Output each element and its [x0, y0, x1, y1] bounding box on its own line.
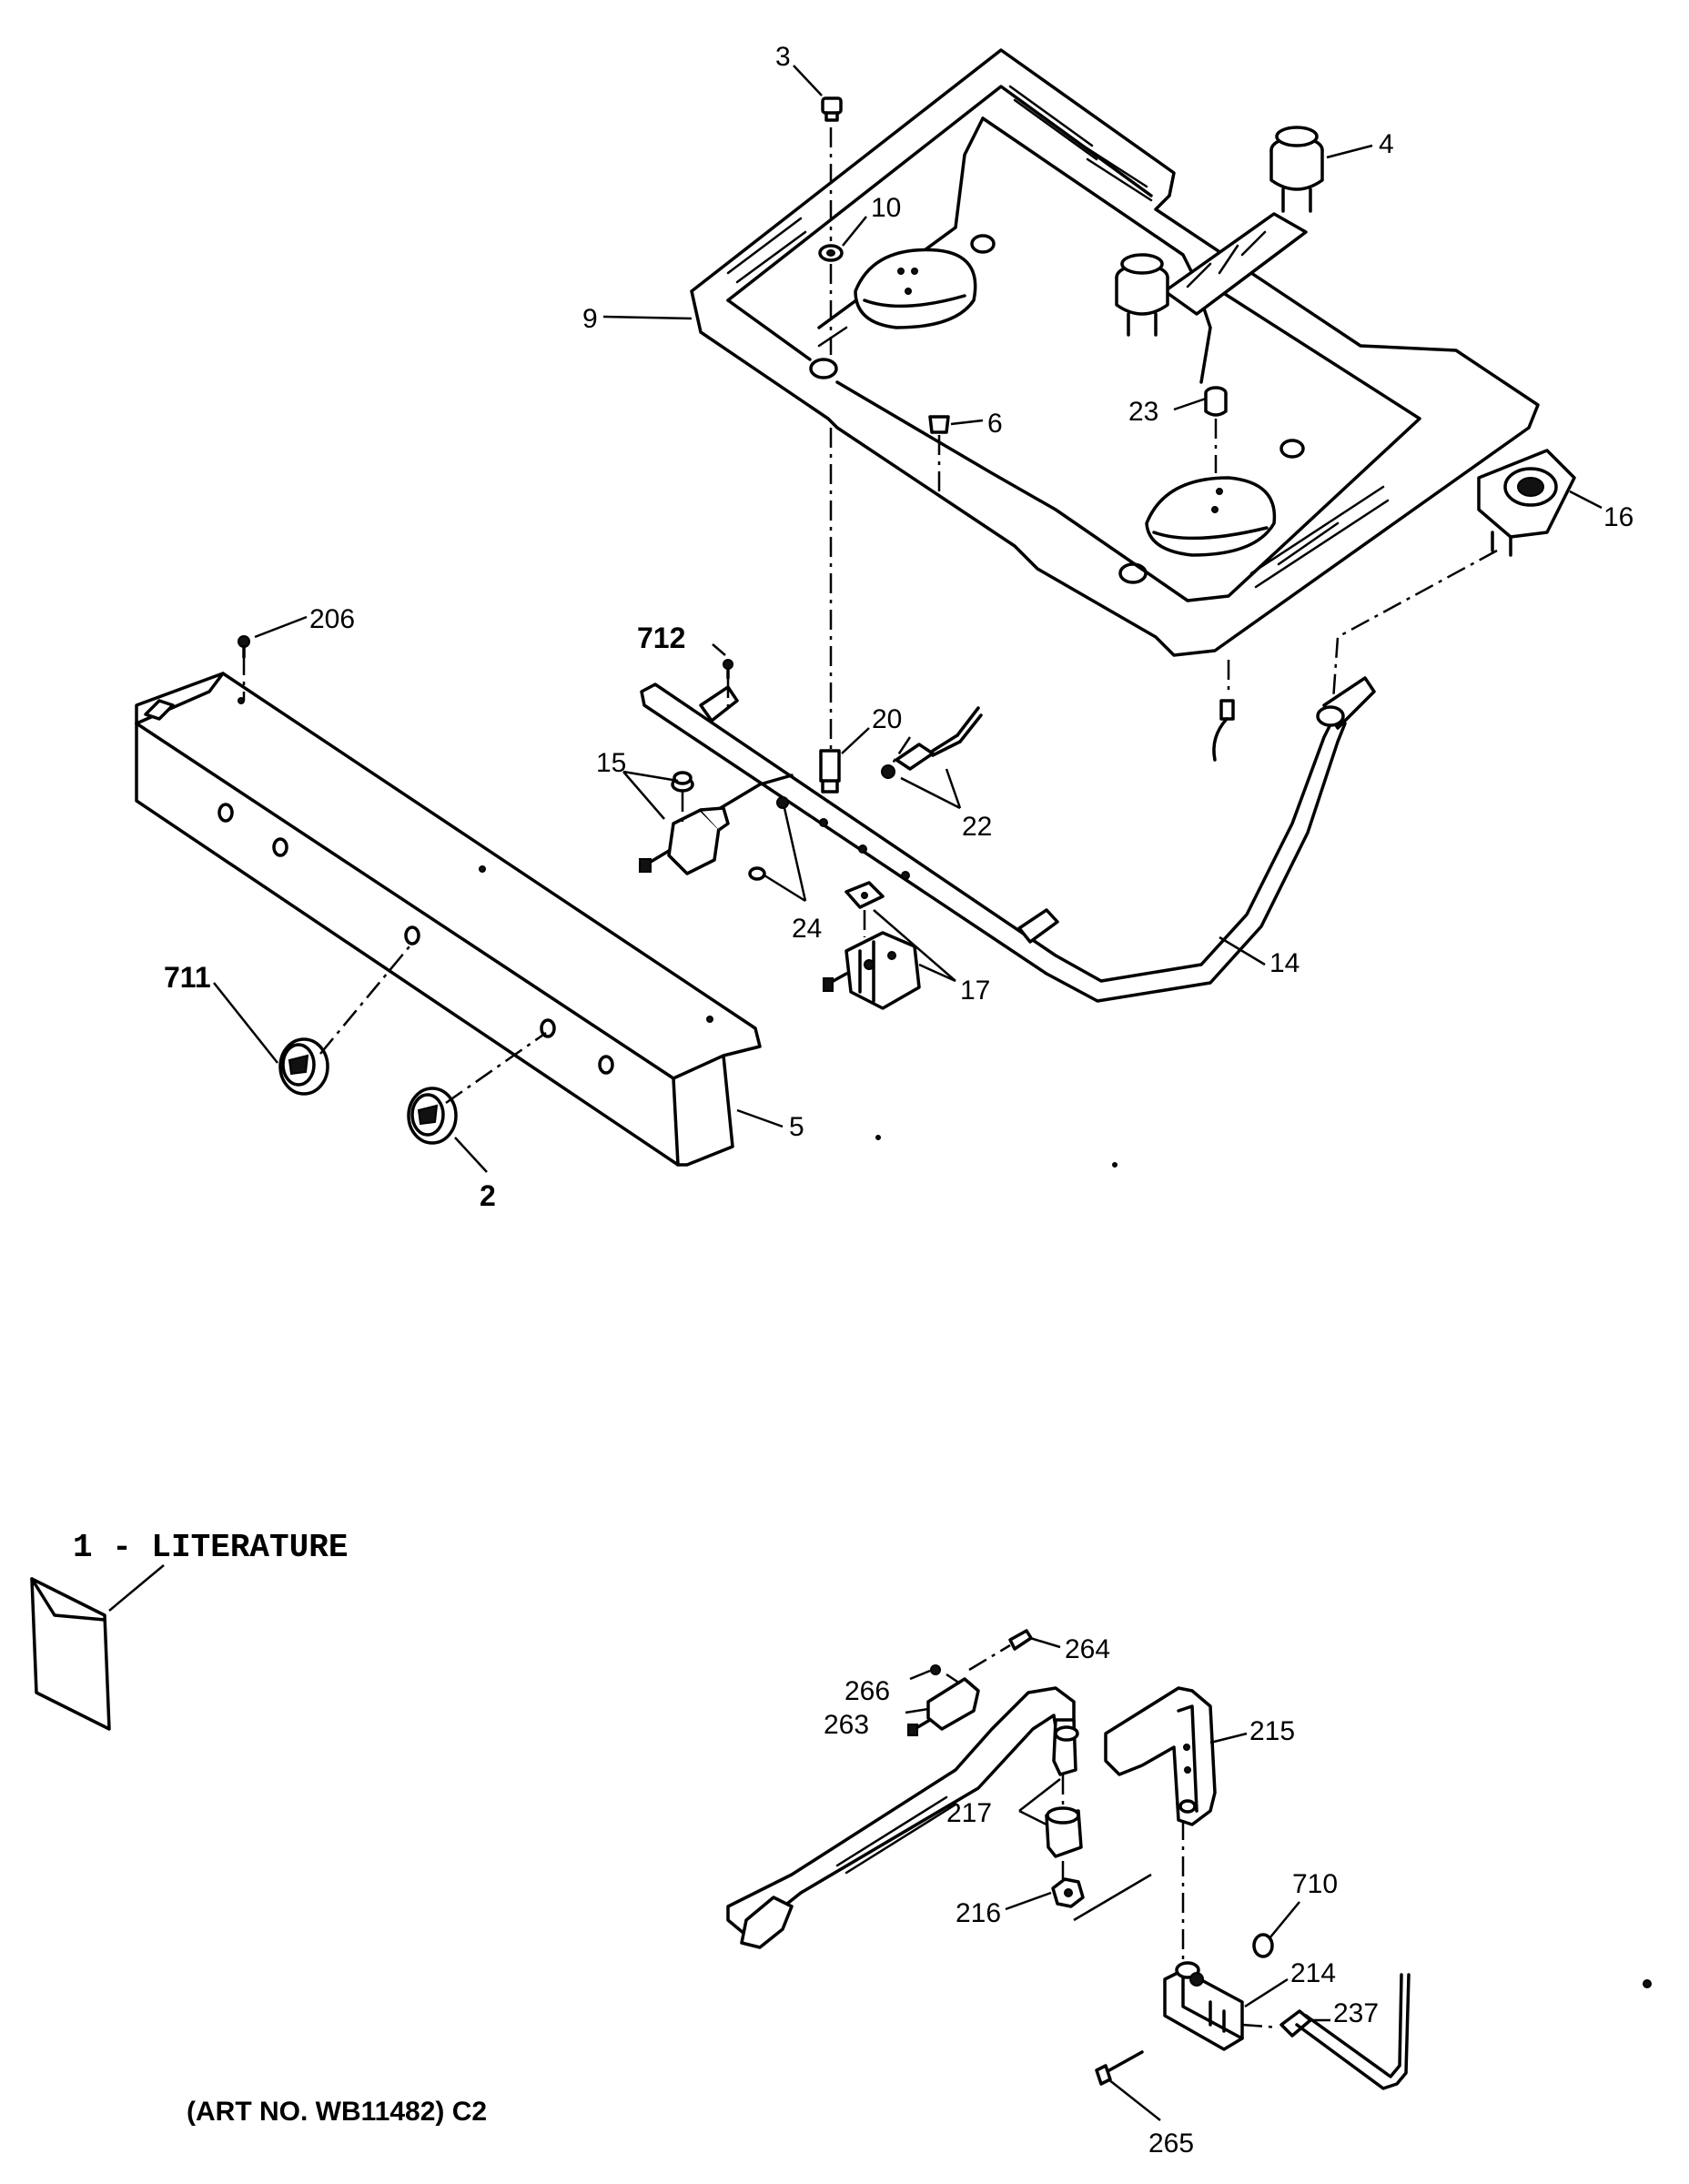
nut-216 [1051, 1877, 1085, 1908]
top-burner-valve-assembly [1115, 126, 1324, 337]
callout-3: 3 [775, 42, 791, 72]
manifold-pipe-14 [640, 676, 1376, 1003]
callout-9: 9 [582, 304, 598, 334]
knob-2 [407, 1087, 458, 1145]
assembly-centerlines [242, 127, 1498, 1105]
callout-5: 5 [789, 1112, 804, 1142]
callout-264: 264 [1065, 1634, 1110, 1664]
callout-24: 24 [792, 914, 822, 944]
grommet-10 [818, 244, 844, 262]
literature-envelope [30, 1577, 111, 1731]
callout-263: 263 [824, 1710, 869, 1740]
callout-711: 711 [164, 961, 211, 994]
leader-lines [108, 65, 1603, 2121]
callout-16: 16 [1603, 502, 1633, 532]
callout-215: 215 [1249, 1716, 1295, 1746]
callout-15: 15 [596, 748, 626, 778]
bracket-215 [1104, 1686, 1217, 1826]
callout-237: 237 [1333, 1998, 1379, 2028]
callout-216: 216 [956, 1898, 1001, 1928]
callout-6: 6 [987, 409, 1003, 439]
callout-10: 10 [871, 193, 901, 223]
connector-264 [1008, 1629, 1033, 1651]
cap-710 [1252, 1933, 1274, 1958]
callout-710: 710 [1292, 1869, 1338, 1899]
screw-266 [930, 1664, 941, 1675]
art-number-caption: (ART NO. WB11482) C2 [187, 2097, 487, 2127]
igniter-263 [907, 1677, 980, 1736]
screw-3 [821, 96, 843, 122]
callout-712: 712 [637, 622, 685, 654]
valve-214 [1163, 1961, 1244, 2051]
callout-217: 217 [946, 1798, 992, 1828]
literature-label: 1 - LITERATURE [73, 1529, 348, 1566]
screw-206 [238, 635, 250, 659]
air-shutter-217 [1045, 1806, 1083, 1858]
callout-265: 265 [1148, 2128, 1194, 2159]
screws-24 [748, 796, 789, 881]
scan-specks [875, 1135, 1652, 1988]
oven-burner-head-16 [1477, 449, 1576, 557]
callout-17: 17 [960, 976, 990, 1006]
knob-711 [278, 1037, 329, 1096]
burner-box-tray [690, 48, 1540, 657]
callout-2: 2 [480, 1179, 496, 1212]
lower-centerlines [946, 1643, 1279, 2029]
orifice-23 [1204, 386, 1228, 417]
valve-15 [639, 774, 794, 875]
lead-wire [1212, 699, 1235, 762]
oven-control-17 [823, 881, 921, 1010]
callout-22: 22 [962, 812, 992, 842]
callout-206: 206 [309, 604, 355, 634]
fitting-237 [1279, 1973, 1411, 2090]
fitting-22 [881, 706, 983, 779]
bake-burner-tube [726, 1686, 1079, 1949]
electrode-265 [1095, 2050, 1144, 2086]
callout-266: 266 [844, 1676, 890, 1706]
part-callouts: 3 10 4 9 6 23 16 206 712 20 15 22 24 14 … [73, 42, 1633, 2159]
callout-14: 14 [1269, 948, 1300, 978]
manifold-panel-5 [135, 672, 762, 1167]
callout-23: 23 [1128, 397, 1158, 427]
orifice-hood-20 [819, 749, 841, 794]
callout-4: 4 [1379, 129, 1394, 159]
callout-20: 20 [872, 704, 902, 734]
callout-214: 214 [1290, 1958, 1336, 1988]
grommet-6 [928, 415, 950, 434]
screw-712 [673, 659, 733, 785]
